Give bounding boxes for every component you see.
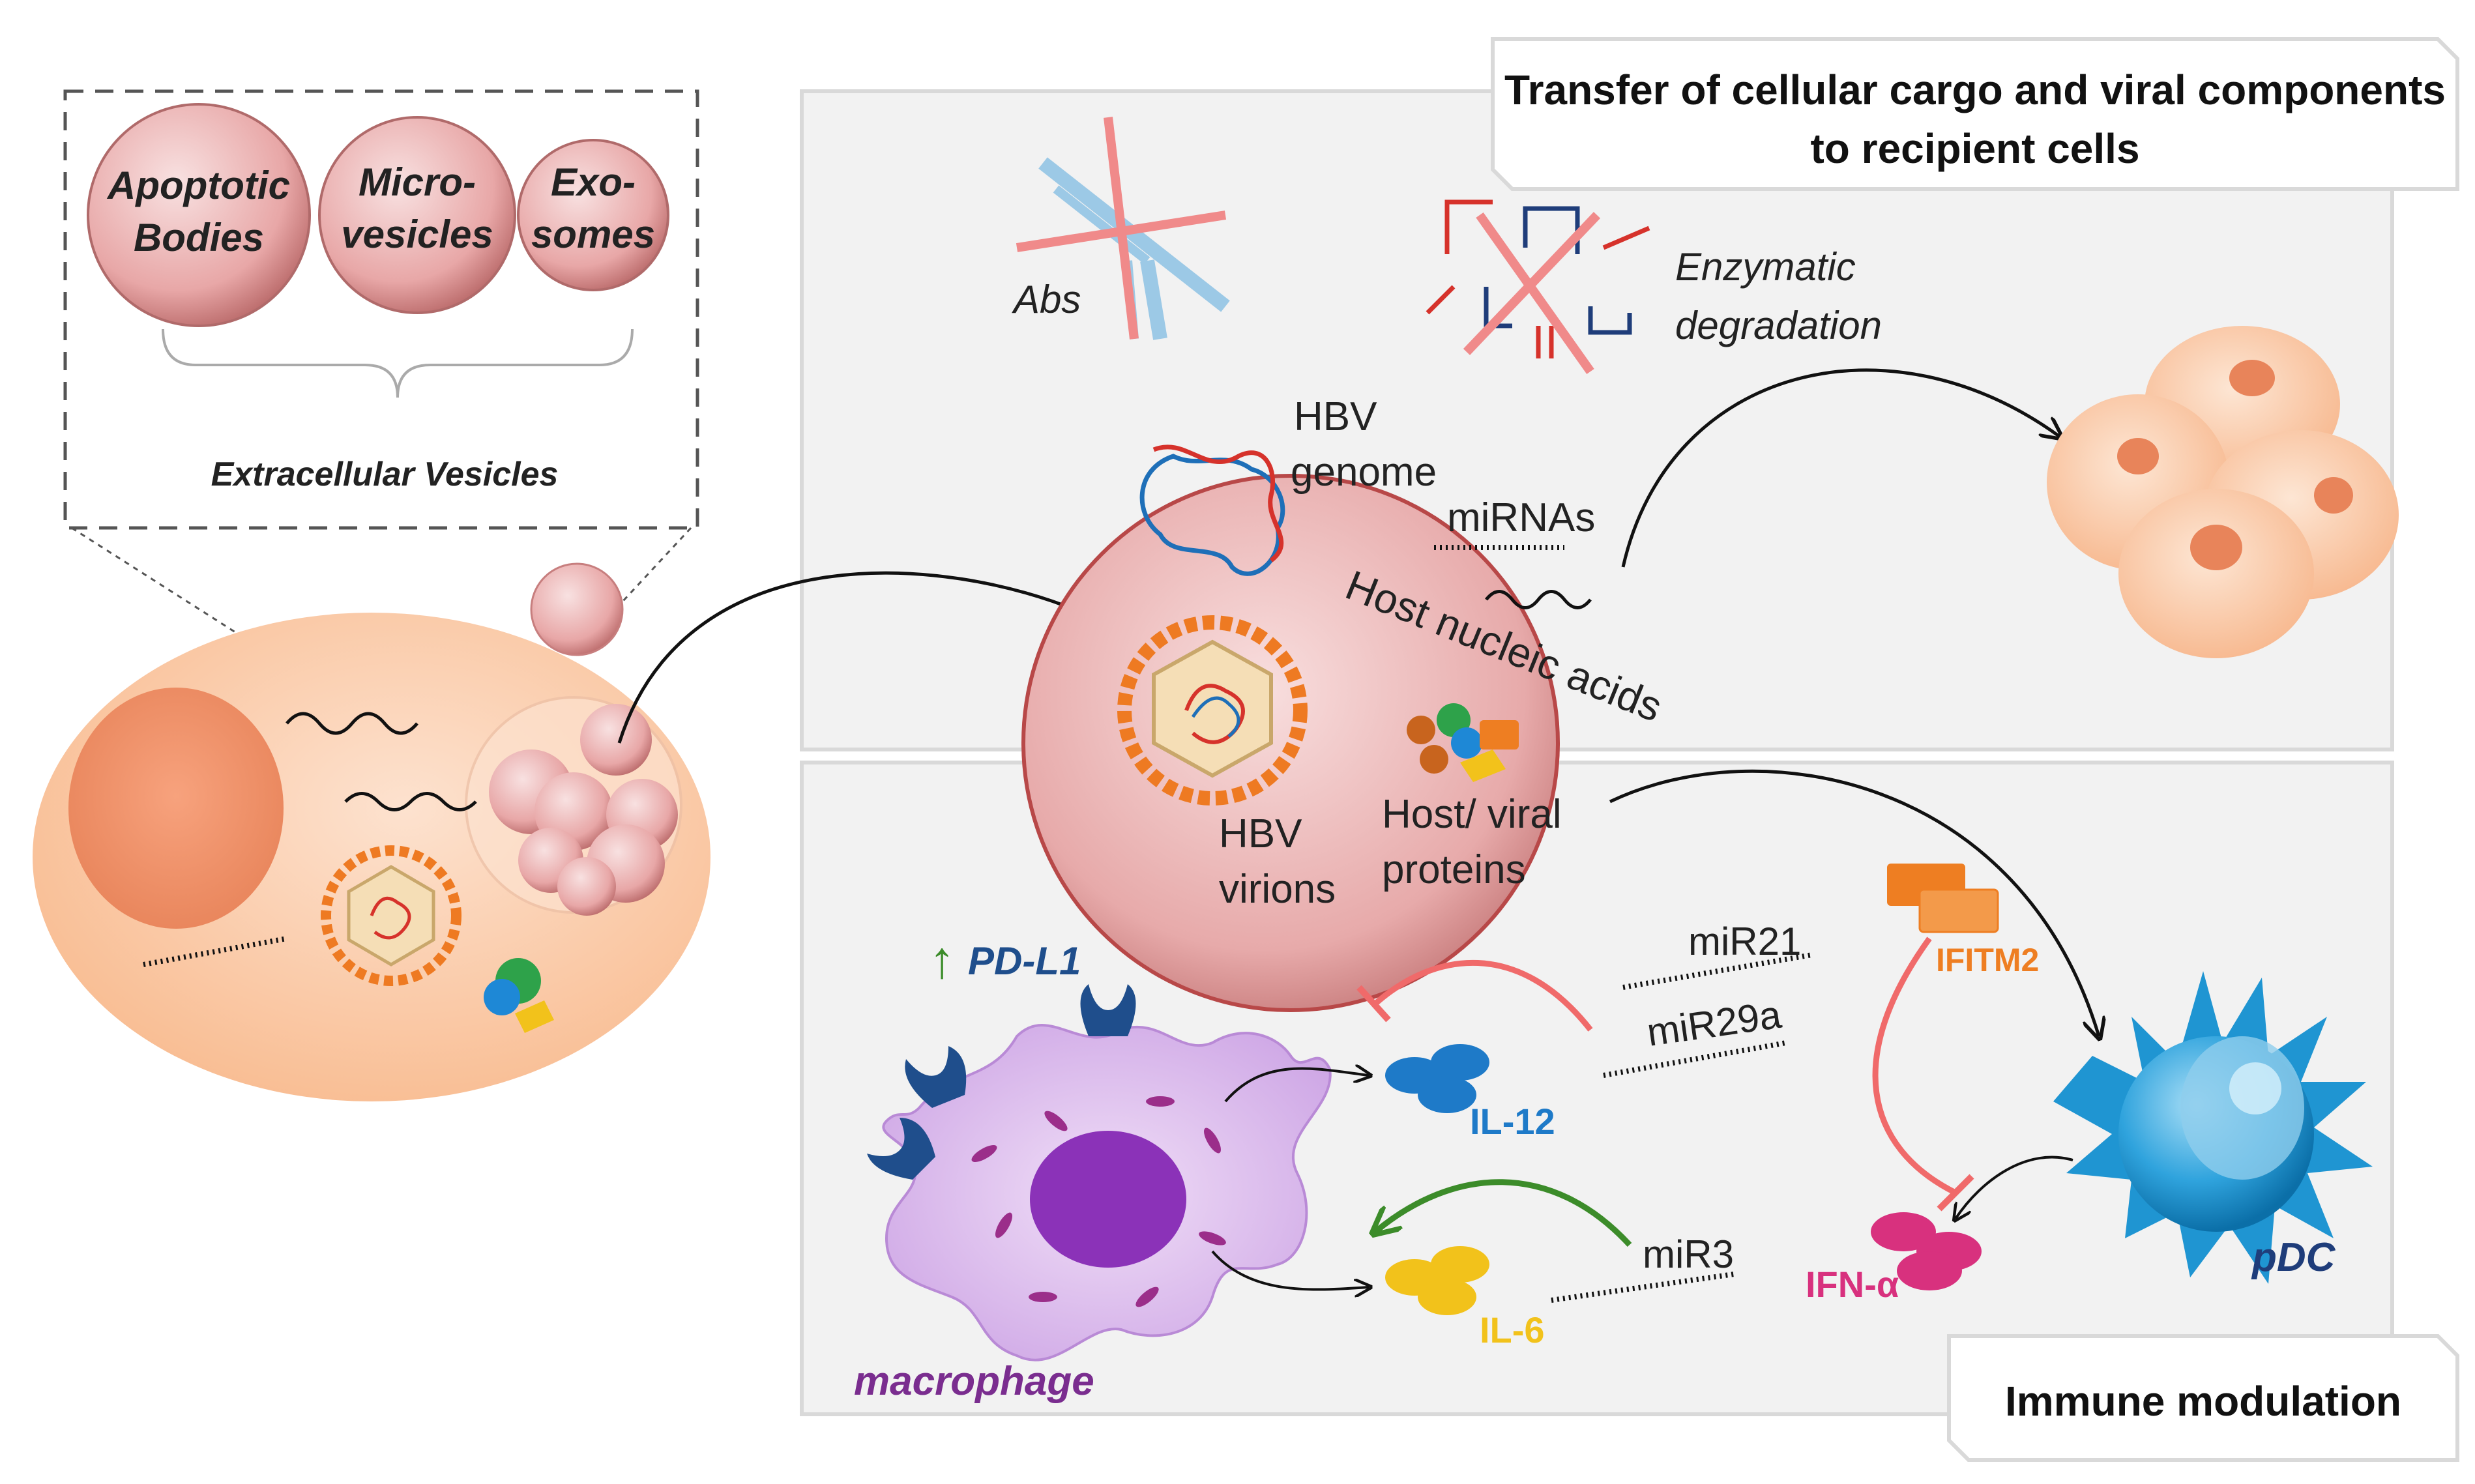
immune-title-box bbox=[1947, 1334, 2459, 1462]
macrophage-nucleus bbox=[1030, 1131, 1186, 1268]
enzymatic-label-2: degradation bbox=[1675, 304, 1882, 347]
hbv-virion-envelope bbox=[1117, 615, 1308, 806]
ifitm2-icon bbox=[1887, 864, 1999, 933]
donor-nucleus bbox=[68, 688, 284, 929]
activation-mir3-to-il6 bbox=[1375, 1179, 1632, 1247]
microvesicles-vesicle bbox=[318, 116, 516, 314]
inhibition-ifitm2-to-ifn-bar bbox=[1937, 1174, 1974, 1212]
hbv-genome-strand-red bbox=[1152, 444, 1284, 562]
donor-capsid bbox=[347, 865, 435, 967]
ifitm2-label: IFITM2 bbox=[1936, 942, 2039, 978]
donor-virion bbox=[321, 845, 461, 986]
arrow-macrophage-to-il12 bbox=[1224, 1069, 1369, 1103]
proteins-label-1: Host/ viral bbox=[1382, 792, 1562, 837]
apoptotic-label-1: Apoptotic bbox=[106, 164, 290, 207]
donor-rna-2 bbox=[344, 792, 477, 811]
transfer-title-line1: Transfer of cellular cargo and viral com… bbox=[1504, 66, 2446, 113]
mvb-vesicle-1 bbox=[580, 704, 652, 776]
arrow-macrophage-to-il6 bbox=[1211, 1250, 1369, 1290]
hbv-virion-dna-blue bbox=[1191, 696, 1240, 738]
mir21-label: miR21 bbox=[1688, 920, 1801, 963]
hbv-virions-label-2: virions bbox=[1219, 867, 1336, 912]
mvb-vesicle-7 bbox=[557, 857, 616, 916]
macrophage-granules bbox=[971, 1096, 1226, 1307]
mir21-strand bbox=[1622, 952, 1813, 990]
hbv-virion-dna bbox=[1184, 684, 1245, 744]
inhibition-mir-to-il12-bar bbox=[1356, 985, 1391, 1023]
il6-label: IL-6 bbox=[1480, 1309, 1545, 1350]
apoptotic-label-2: Bodies bbox=[134, 216, 264, 259]
mirnas-label: miRNAs bbox=[1447, 495, 1595, 540]
ifn-alpha-cytokine-icon bbox=[1871, 1212, 1982, 1290]
donor-protein-blue bbox=[484, 979, 520, 1015]
transfer-title-box bbox=[1491, 37, 2459, 191]
transfer-title-line2: to recipient cells bbox=[1810, 125, 2139, 172]
il12-label: IL-12 bbox=[1470, 1101, 1555, 1142]
mir3-label: miR3 bbox=[1643, 1232, 1734, 1276]
donor-virion-dna bbox=[370, 896, 411, 940]
ifn-alpha-label: IFN-α bbox=[1806, 1264, 1899, 1305]
pdc-label: pDC bbox=[2251, 1235, 2336, 1280]
pd-l1-label: PD-L1 bbox=[968, 939, 1081, 983]
hbv-genome-label-2: genome bbox=[1291, 450, 1437, 495]
central-vesicle bbox=[1021, 474, 1560, 1012]
donor-rna-1 bbox=[286, 712, 418, 735]
mir29a-strand bbox=[1603, 1040, 1787, 1078]
abs-label: Abs bbox=[1012, 278, 1081, 321]
il12-cytokine-icon bbox=[1385, 1044, 1489, 1113]
recipient-cells bbox=[2047, 326, 2399, 658]
hbv-genome-label-1: HBV bbox=[1294, 394, 1377, 439]
pdc-cell bbox=[2053, 971, 2373, 1284]
inhibition-ifitm2-to-ifn bbox=[1872, 937, 1957, 1196]
pd-l1-up-arrow: ↑ bbox=[929, 931, 955, 989]
pd-l1-receptors bbox=[867, 984, 1136, 1180]
exosomes-vesicle bbox=[517, 139, 669, 291]
immune-title: Immune modulation bbox=[2005, 1378, 2401, 1425]
macrophage-label: macrophage bbox=[854, 1359, 1094, 1404]
il6-cytokine-icon bbox=[1385, 1246, 1489, 1315]
arrow-donor-to-vesicle bbox=[617, 571, 1082, 744]
donor-mirna bbox=[143, 936, 287, 967]
apoptotic-bodies-vesicle bbox=[87, 103, 311, 327]
ev-brace bbox=[162, 328, 634, 398]
micro-label-2: vesicles bbox=[341, 212, 493, 256]
proteins-label-2: proteins bbox=[1382, 847, 1526, 892]
enzymatic-label-1: Enzymatic bbox=[1675, 245, 1856, 289]
inhibition-mir-to-il12 bbox=[1373, 959, 1593, 1032]
host-nucleic-acid-strand bbox=[1485, 590, 1592, 609]
arrow-pdc-to-ifn bbox=[1955, 1156, 2073, 1219]
exo-label-2: somes bbox=[531, 212, 655, 256]
budding-vesicle bbox=[530, 562, 624, 656]
mir3-strand bbox=[1551, 1272, 1735, 1303]
donor-protein-yellow bbox=[515, 1000, 554, 1033]
arrow-to-recipient-cells bbox=[1621, 368, 2060, 568]
micro-label-1: Micro- bbox=[359, 160, 476, 204]
enzymatic-degradation-icon bbox=[1426, 199, 1650, 375]
ev-group-label: Extracellular Vesicles bbox=[211, 456, 559, 493]
hbv-virion-capsid bbox=[1152, 639, 1273, 778]
hbv-genome-strand-blue bbox=[1139, 454, 1285, 576]
exo-label-1: Exo- bbox=[551, 160, 636, 204]
hbv-virions-label-1: HBV bbox=[1219, 811, 1302, 856]
host-viral-proteins-icon bbox=[1407, 703, 1519, 782]
arrow-to-pdc bbox=[1609, 769, 2099, 1036]
antibody-icon bbox=[1016, 117, 1230, 340]
